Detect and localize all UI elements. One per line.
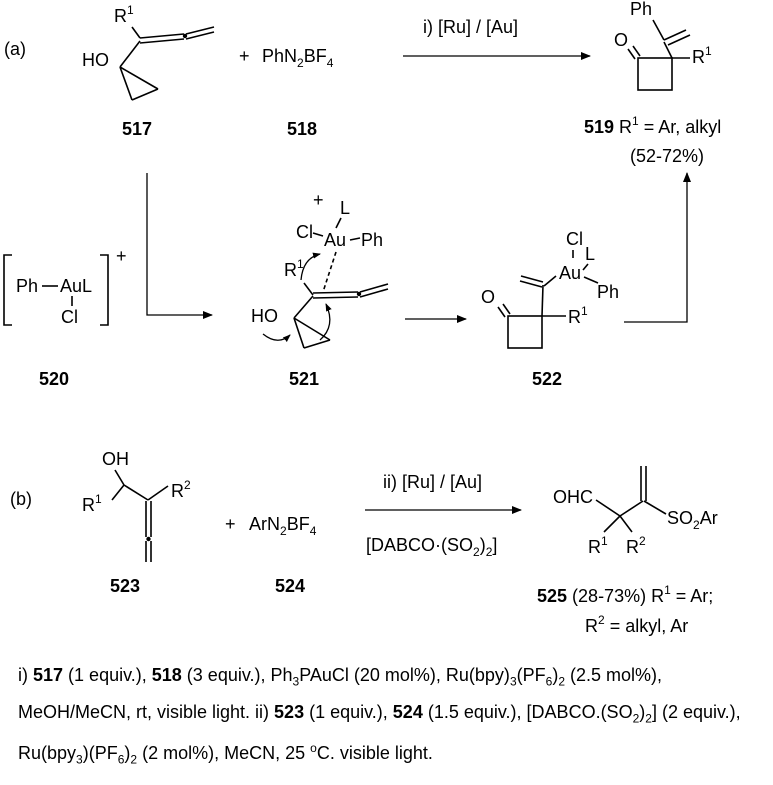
r-group-label: R1 bbox=[114, 3, 134, 26]
l-label: L bbox=[340, 198, 350, 218]
charge-label: + bbox=[116, 246, 127, 266]
compound-id-524: 524 bbox=[275, 576, 305, 596]
complex-520-structure: + Ph AuL Cl bbox=[3, 246, 127, 327]
l-label: L bbox=[585, 244, 595, 264]
panel-a-label: (a) bbox=[4, 39, 26, 59]
compound-519-yield: (52-72%) bbox=[630, 146, 704, 166]
oh-label: OH bbox=[102, 449, 129, 469]
o-label: O bbox=[614, 30, 628, 50]
ohc-label: OHC bbox=[553, 487, 593, 507]
compound-525-description: 525 (28-73%) R1 = Ar; bbox=[537, 583, 713, 606]
compound-517-structure: R1 HO bbox=[82, 3, 215, 101]
plus-sign: + bbox=[225, 514, 236, 534]
ph-label: Ph bbox=[597, 282, 619, 302]
aul-label: AuL bbox=[60, 276, 92, 296]
compound-id-521: 521 bbox=[289, 369, 319, 389]
arrow-to-521 bbox=[146, 173, 213, 319]
r2-label: R2 bbox=[171, 478, 191, 501]
ho-label: HO bbox=[251, 306, 278, 326]
r-group-label: R1 bbox=[692, 44, 712, 67]
compound-525-description-line2: R2 = alkyl, Ar bbox=[585, 613, 688, 636]
ho-label: HO bbox=[82, 50, 109, 70]
r-group-label: R1 bbox=[568, 304, 588, 327]
condition-i-label: i) [Ru] / [Au] bbox=[423, 17, 518, 37]
panel-b-label: (b) bbox=[10, 489, 32, 509]
conditions-footnote: i) 517 (1 equiv.), 518 (3 equiv.), Ph3PA… bbox=[18, 665, 741, 767]
r-group-label: R1 bbox=[284, 257, 304, 280]
arrow-522-to-519 bbox=[624, 172, 691, 323]
compound-523-structure: OH R1 R2 bbox=[82, 449, 191, 562]
cl-label: Cl bbox=[296, 222, 313, 242]
intermediate-521-structure: + L Cl Au Ph R1 HO bbox=[251, 190, 389, 349]
ph-label: Ph bbox=[630, 0, 652, 19]
compound-id-523: 523 bbox=[110, 576, 140, 596]
compound-id-520: 520 bbox=[39, 369, 69, 389]
ph-label: Ph bbox=[16, 276, 38, 296]
au-label: Au bbox=[559, 263, 581, 283]
r1-label: R1 bbox=[82, 492, 102, 515]
r2-label: R2 bbox=[626, 534, 646, 557]
intermediate-522-structure: Cl L Au Ph O R1 bbox=[481, 229, 619, 349]
compound-525-structure: OHC SO2Ar R1 R2 bbox=[553, 466, 718, 557]
r1-label: R1 bbox=[588, 534, 608, 557]
condition-ii-bottom: [DABCO·(SO2)2] bbox=[366, 535, 497, 559]
condition-ii-top: ii) [Ru] / [Au] bbox=[383, 472, 482, 492]
compound-id-518: 518 bbox=[287, 119, 317, 139]
ph-label: Ph bbox=[361, 230, 383, 250]
compound-id-517: 517 bbox=[122, 119, 152, 139]
o-label: O bbox=[481, 287, 495, 307]
plus-sign: + bbox=[239, 46, 250, 66]
cl-label: Cl bbox=[61, 307, 78, 327]
au-label: Au bbox=[324, 230, 346, 250]
compound-id-522: 522 bbox=[532, 369, 562, 389]
scheme-drawing: (a) R1 HO 517 + PhN2BF4 518 i) [Ru] / [A… bbox=[3, 0, 721, 636]
compound-519-structure: Ph O R1 bbox=[614, 0, 712, 91]
compound-518-formula: PhN2BF4 bbox=[262, 46, 334, 70]
compound-524-formula: ArN2BF4 bbox=[249, 514, 317, 538]
cl-label: Cl bbox=[566, 229, 583, 249]
so2ar-label: SO2Ar bbox=[667, 508, 718, 532]
compound-519-description: 519 R1 = Ar, alkyl bbox=[584, 114, 721, 137]
plus-label: + bbox=[313, 190, 324, 210]
